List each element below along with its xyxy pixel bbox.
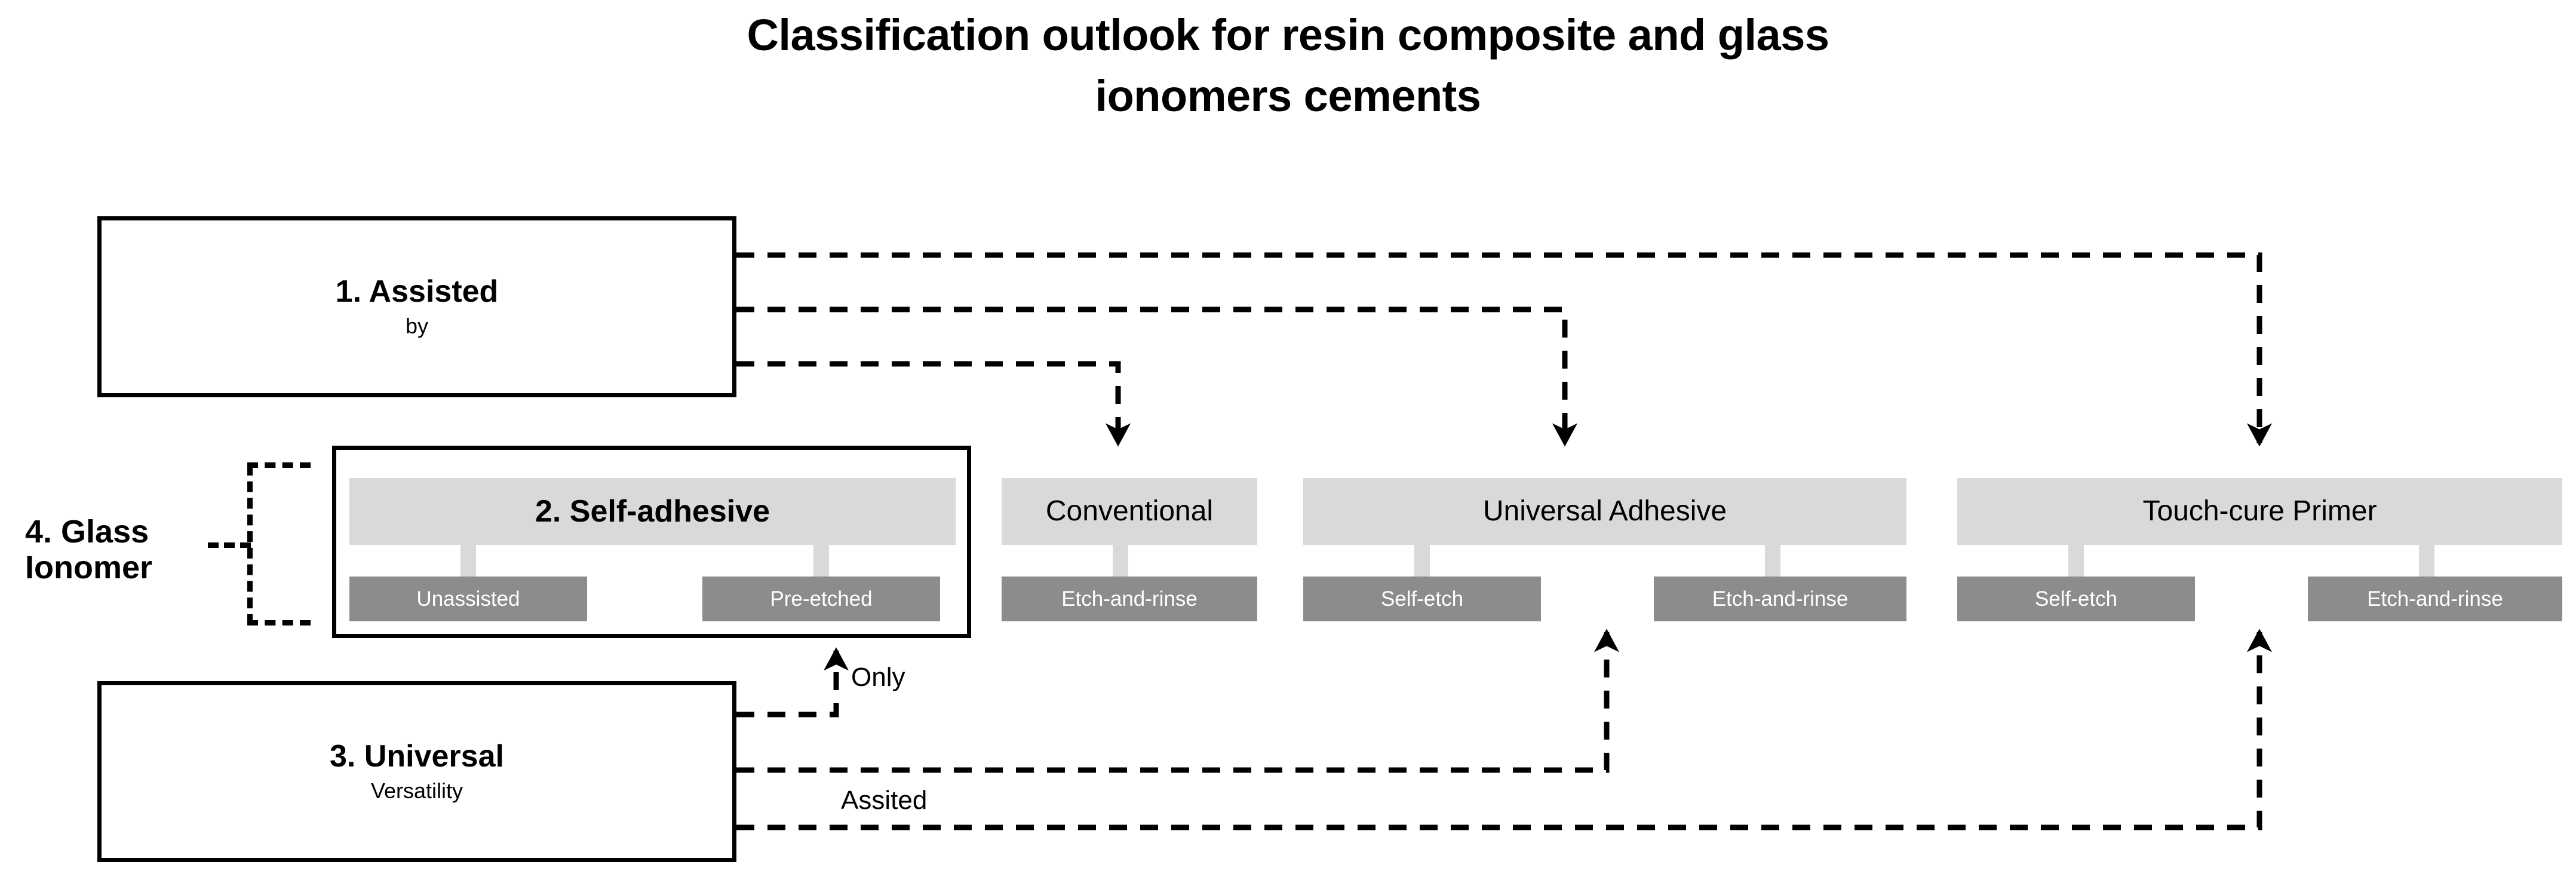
group-universal-adhesive-child-etch-and-rinse-label: Etch-and-rinse [1712, 587, 1849, 611]
group-self-adhesive-child-unassisted-label: Unassisted [416, 587, 520, 611]
label-glass-ionomer-line-1: 4. Glass [25, 514, 149, 550]
group-universal-adhesive: Universal Adhesive Self-etch Etch-and-ri… [1303, 478, 1906, 621]
edge-label-only: Only [851, 663, 905, 692]
group-conventional: Conventional Etch-and-rinse [1002, 478, 1257, 621]
box-assisted-by[interactable]: 1. Assisted by [97, 216, 736, 397]
label-glass-ionomer: 4. Glass Ionomer [25, 514, 222, 586]
box-universal-title: 3. Universal [330, 738, 504, 774]
box-assisted-subtitle: by [405, 314, 429, 339]
connector-universal-adhesive-1 [1414, 545, 1430, 582]
connector-self-adhesive-2 [813, 545, 829, 582]
arrow-assisted-to-universal-adhesive [736, 306, 1578, 447]
connector-touch-cure-primer-2 [2419, 545, 2434, 582]
connector-touch-cure-primer-1 [2068, 545, 2084, 582]
arrow-universal-to-touch-cure-primer-assited [736, 628, 2273, 830]
arrow-universal-to-universal-adhesive [736, 628, 1620, 773]
group-conventional-header[interactable]: Conventional [1002, 478, 1257, 545]
group-touch-cure-primer-header-label: Touch-cure Primer [2142, 495, 2377, 527]
group-self-adhesive-child-unassisted[interactable]: Unassisted [349, 577, 587, 621]
arrow-assisted-to-touch-cure-primer [736, 252, 2273, 447]
box-assisted-title: 1. Assisted [335, 274, 499, 309]
group-universal-adhesive-header[interactable]: Universal Adhesive [1303, 478, 1906, 545]
group-conventional-child-etch-and-rinse[interactable]: Etch-and-rinse [1002, 577, 1257, 621]
label-glass-ionomer-line-2: Ionomer [25, 550, 153, 586]
edge-label-assited: Assited [841, 786, 928, 815]
group-touch-cure-primer-child-etch-and-rinse[interactable]: Etch-and-rinse [2308, 577, 2562, 621]
group-conventional-header-label: Conventional [1045, 495, 1214, 527]
group-conventional-child-etch-and-rinse-label: Etch-and-rinse [1061, 587, 1198, 611]
bracket-glass-ionomer-bottom-stub [247, 620, 311, 625]
group-universal-adhesive-child-self-etch[interactable]: Self-etch [1303, 577, 1541, 621]
group-touch-cure-primer-child-self-etch-label: Self-etch [2034, 587, 2118, 611]
group-self-adhesive-header[interactable]: 2. Self-adhesive [349, 478, 956, 545]
group-self-adhesive-child-pre-etched-label: Pre-etched [770, 587, 873, 611]
connector-universal-adhesive-2 [1765, 545, 1780, 582]
group-self-adhesive-child-pre-etched[interactable]: Pre-etched [702, 577, 940, 621]
group-touch-cure-primer-child-etch-and-rinse-label: Etch-and-rinse [2367, 587, 2503, 611]
page-title: Classification outlook for resin composi… [0, 5, 2576, 127]
box-universal-versatility[interactable]: 3. Universal Versatility [97, 681, 736, 862]
group-universal-adhesive-header-label: Universal Adhesive [1482, 495, 1727, 527]
bracket-glass-ionomer-top-stub [247, 462, 311, 468]
page-title-line-1: Classification outlook for resin composi… [747, 10, 1829, 60]
arrow-universal-to-self-adhesive-only [736, 647, 849, 718]
group-touch-cure-primer: Touch-cure Primer Self-etch Etch-and-rin… [1957, 478, 2562, 621]
page-title-line-2: ionomers cements [1095, 71, 1481, 121]
group-self-adhesive: 2. Self-adhesive Unassisted Pre-etched [349, 478, 956, 621]
group-touch-cure-primer-header[interactable]: Touch-cure Primer [1957, 478, 2562, 545]
bracket-glass-ionomer-connector [208, 542, 251, 548]
group-self-adhesive-header-label: 2. Self-adhesive [535, 494, 770, 529]
arrow-assisted-to-conventional [736, 361, 1131, 447]
group-universal-adhesive-child-self-etch-label: Self-etch [1380, 587, 1464, 611]
connector-conventional-1 [1113, 545, 1128, 582]
group-universal-adhesive-child-etch-and-rinse[interactable]: Etch-and-rinse [1654, 577, 1906, 621]
box-universal-subtitle: Versatility [370, 778, 463, 804]
group-touch-cure-primer-child-self-etch[interactable]: Self-etch [1957, 577, 2195, 621]
connector-self-adhesive-1 [460, 545, 476, 582]
